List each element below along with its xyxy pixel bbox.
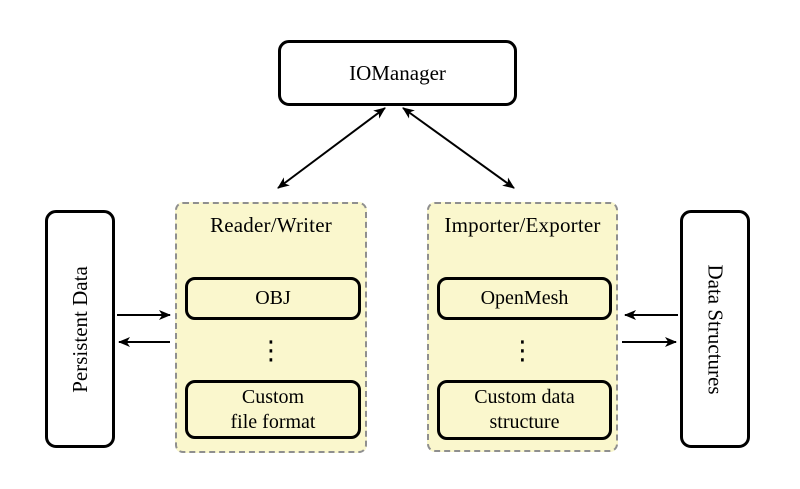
persistent-data-label: Persistent Data [67, 265, 92, 393]
custom-data-structure-label: Custom data structure [474, 386, 575, 433]
data-structures-label: Data Structures [703, 263, 728, 395]
iomanager-node: IOManager [278, 40, 517, 106]
arrow-iomanager-importer-exporter [402, 107, 515, 189]
reader-writer-title: Reader/Writer [210, 213, 332, 237]
openmesh-label: OpenMesh [480, 287, 569, 309]
importer-exporter-title: Importer/Exporter [444, 213, 601, 237]
custom-file-format-node: Custom file format [185, 380, 361, 439]
data-structures-box: Data Structures [680, 210, 750, 448]
persistent-data-box: Persistent Data [45, 210, 115, 448]
openmesh-node: OpenMesh [437, 277, 612, 320]
iomanager-label: IOManager [349, 60, 446, 85]
importer-exporter-panel: Importer/Exporter OpenMesh ⋮ Custom data… [427, 202, 618, 452]
arrow-iomanager-reader-writer [277, 107, 386, 189]
vertical-ellipsis: ⋮ [509, 336, 536, 366]
obj-node: OBJ [185, 277, 361, 320]
custom-file-format-label: Custom file format [230, 385, 316, 433]
custom-data-structure-node: Custom data structure [437, 380, 612, 440]
vertical-ellipsis: ⋮ [258, 336, 284, 366]
obj-label: OBJ [255, 287, 291, 309]
reader-writer-panel: Reader/Writer OBJ ⋮ Custom file format [175, 202, 367, 453]
